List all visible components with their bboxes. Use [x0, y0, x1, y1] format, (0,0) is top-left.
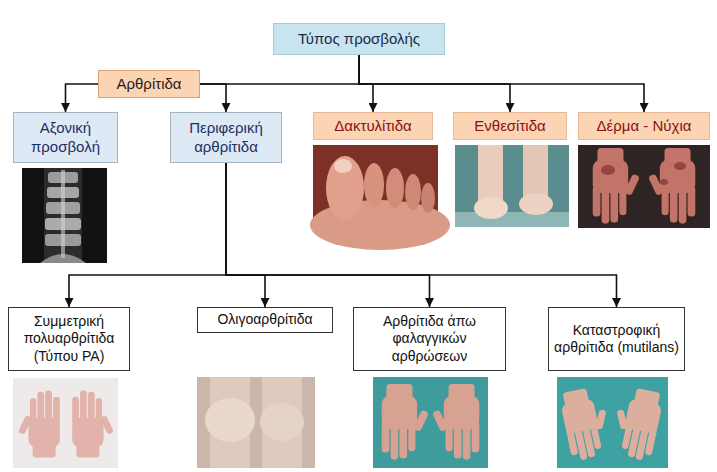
- root-box: Τύπος προσβολής: [273, 23, 445, 55]
- category-box: Αξονική προσβολή: [13, 112, 118, 163]
- hand: [72, 391, 114, 458]
- node-label: Ολιγοαρθρίτιδα: [217, 311, 312, 329]
- mutilans-photo: [557, 377, 668, 468]
- node-label: Περιφερική αρθρίτιδα: [175, 119, 277, 157]
- connector: [200, 55, 359, 84]
- connector: [226, 163, 265, 307]
- plaque: [674, 162, 686, 170]
- hand: [432, 384, 479, 460]
- node-label: Καταστροφική αρθρίτιδα (mutilans): [553, 322, 680, 357]
- dip-hands-photo: [373, 377, 488, 468]
- hand: [648, 148, 695, 224]
- floor: [455, 212, 569, 227]
- xray-photo: [22, 168, 107, 263]
- subtype-box: Αρθρίτιδα άπω φαλαγγικών αρθρώσεων: [353, 307, 506, 371]
- toe: [421, 183, 435, 213]
- node-label: Αρθρίτιδα: [116, 75, 181, 94]
- manifestation-box: Δακτυλίτιδα: [313, 112, 433, 140]
- node-label: Αξονική προσβολή: [18, 119, 113, 157]
- plaque: [601, 165, 615, 175]
- hand: [608, 385, 665, 462]
- swollen-toe: [326, 156, 364, 220]
- node-label: Συμμετρική πολυαρθρίτιδα (Τύπου ΡΑ): [13, 313, 125, 366]
- node-label: Δέρμα - Νύχια: [597, 117, 692, 136]
- subtype-box: Καταστροφική αρθρίτιδα (mutilans): [548, 307, 685, 371]
- heel: [474, 197, 508, 219]
- subtype-box: Ολιγοαρθρίτιδα: [197, 307, 333, 333]
- plaque: [660, 179, 668, 185]
- toe: [364, 163, 384, 207]
- swollen-knee: [205, 398, 255, 442]
- subtype-box: Συμμετρική πολυαρθρίτιδα (Τύπου ΡΑ): [8, 307, 130, 371]
- category-box: Περιφερική αρθρίτιδα: [170, 112, 282, 163]
- knee: [260, 403, 304, 441]
- toe: [405, 174, 421, 210]
- syndesmophyte: [61, 170, 65, 258]
- hand: [382, 384, 429, 460]
- connector: [359, 55, 644, 112]
- heel: [519, 193, 553, 215]
- toe: [386, 168, 404, 208]
- hand: [558, 385, 615, 462]
- enthesitis-photo: [455, 145, 569, 227]
- ra-hands-photo: [13, 378, 118, 468]
- knees-photo: [197, 377, 315, 468]
- toenail: [334, 159, 352, 173]
- connector: [200, 84, 226, 112]
- node-label: Δακτυλίτιδα: [334, 117, 411, 136]
- connector: [226, 163, 617, 307]
- group-box: Αρθρίτιδα: [98, 70, 200, 98]
- hand: [593, 148, 640, 224]
- node-label: Ενθεσίτιδα: [474, 117, 545, 136]
- connector: [66, 84, 99, 112]
- manifestation-box: Δέρμα - Νύχια: [578, 112, 710, 140]
- hand: [18, 391, 60, 458]
- manifestation-box: Ενθεσίτιδα: [453, 112, 567, 140]
- node-label: Αρθρίτιδα άπω φαλαγγικών αρθρώσεων: [358, 313, 501, 366]
- connector: [226, 163, 430, 307]
- skin-photo: [578, 145, 710, 228]
- connector: [69, 163, 226, 307]
- spine-shadow: [44, 168, 82, 263]
- node-label: Τύπος προσβολής: [298, 30, 420, 49]
